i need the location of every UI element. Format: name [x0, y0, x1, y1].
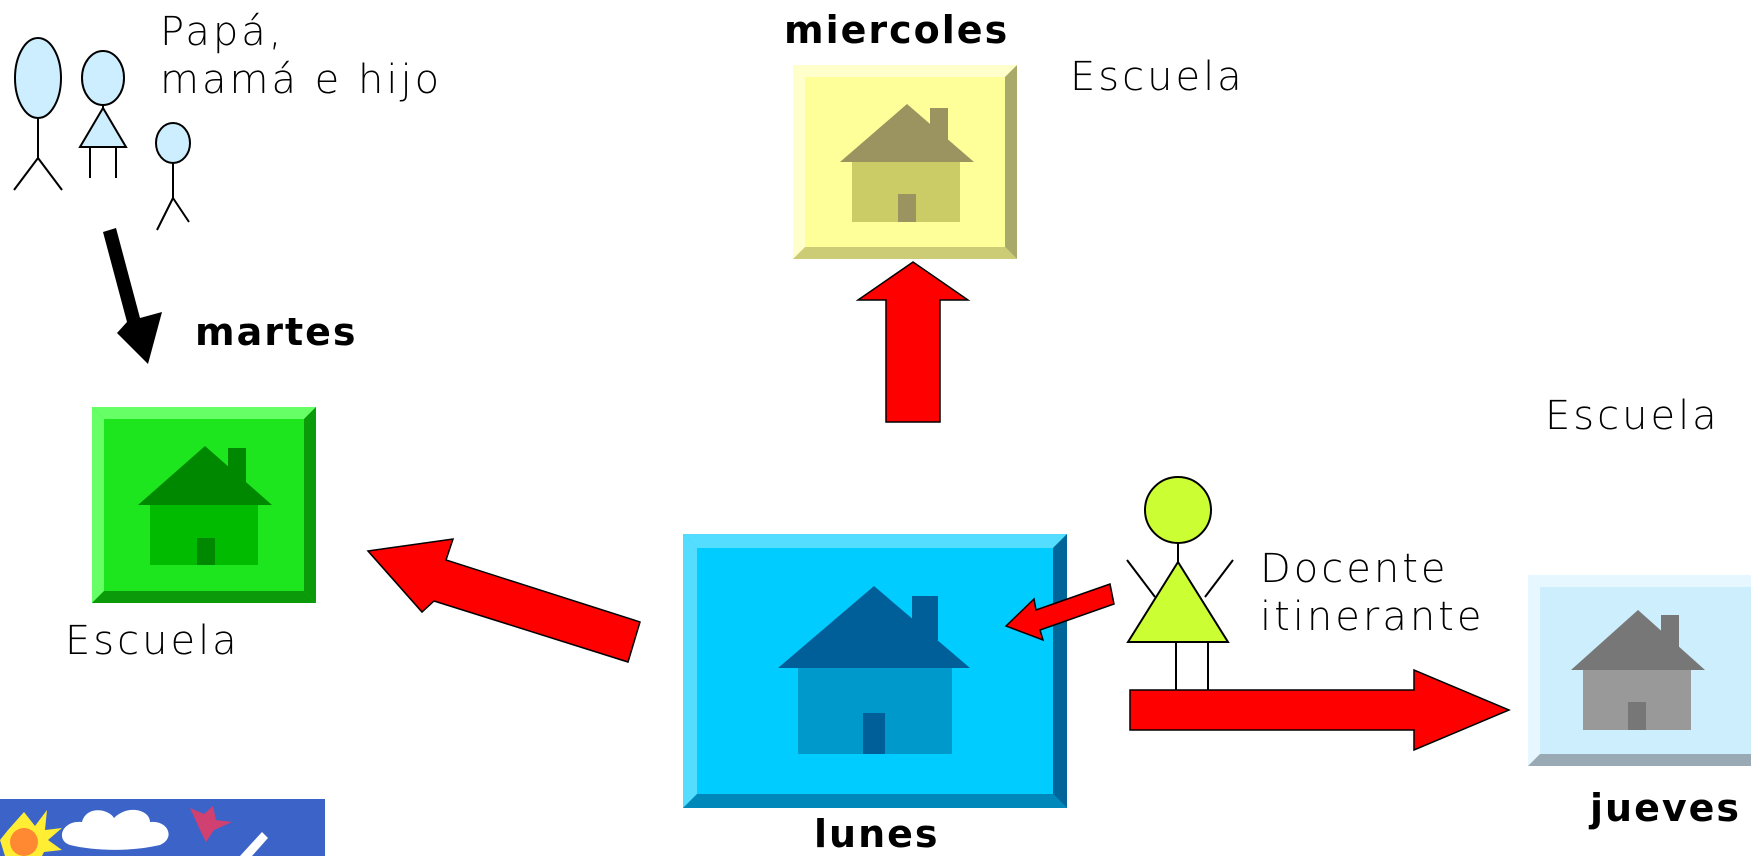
- house-icon: [138, 446, 272, 565]
- family-arrow: [103, 228, 162, 364]
- school-lunes-box: [683, 534, 1067, 808]
- teacher-label-line1: Docente: [1260, 546, 1449, 592]
- school-label-jueves: Escuela: [1545, 393, 1720, 439]
- school-label-miercoles: Escuela: [1070, 54, 1245, 100]
- teacher-label-line2: itinerante: [1260, 594, 1485, 640]
- day-label-lunes: lunes: [814, 812, 940, 856]
- house-icon: [778, 586, 970, 754]
- school-label-martes: Escuela: [65, 618, 240, 664]
- arrow-to-martes: [366, 538, 641, 663]
- arrow-to-jueves: [1129, 668, 1511, 752]
- bird-icon: [190, 806, 232, 842]
- cloud-icon: [61, 809, 169, 850]
- mother-figure: [78, 50, 128, 178]
- family-label-line2: mamá e hijo: [160, 57, 443, 103]
- school-jueves-box: [1528, 575, 1751, 766]
- arrow-teacher-to-lunes: [1004, 583, 1115, 642]
- day-label-jueves: jueves: [1590, 786, 1742, 830]
- teacher-label: Docente itinerante: [1260, 545, 1484, 641]
- family-label: Papá, mamá e hijo: [160, 8, 442, 104]
- arrow-to-miercoles: [855, 261, 971, 423]
- school-martes-box: [92, 407, 316, 603]
- child-figure: [155, 122, 191, 231]
- sky-logo-image: [0, 799, 325, 856]
- family-label-line1: Papá,: [160, 9, 285, 55]
- plane-icon: [240, 832, 268, 856]
- teacher-figure: [1126, 476, 1234, 690]
- house-icon: [1571, 610, 1705, 730]
- father-figure: [13, 37, 63, 191]
- family-figures: [13, 37, 191, 231]
- day-label-miercoles: miercoles: [784, 8, 1010, 52]
- school-miercoles-box: [793, 65, 1017, 259]
- day-label-martes: martes: [195, 310, 358, 354]
- house-icon: [840, 104, 974, 222]
- sun-icon: [0, 810, 62, 856]
